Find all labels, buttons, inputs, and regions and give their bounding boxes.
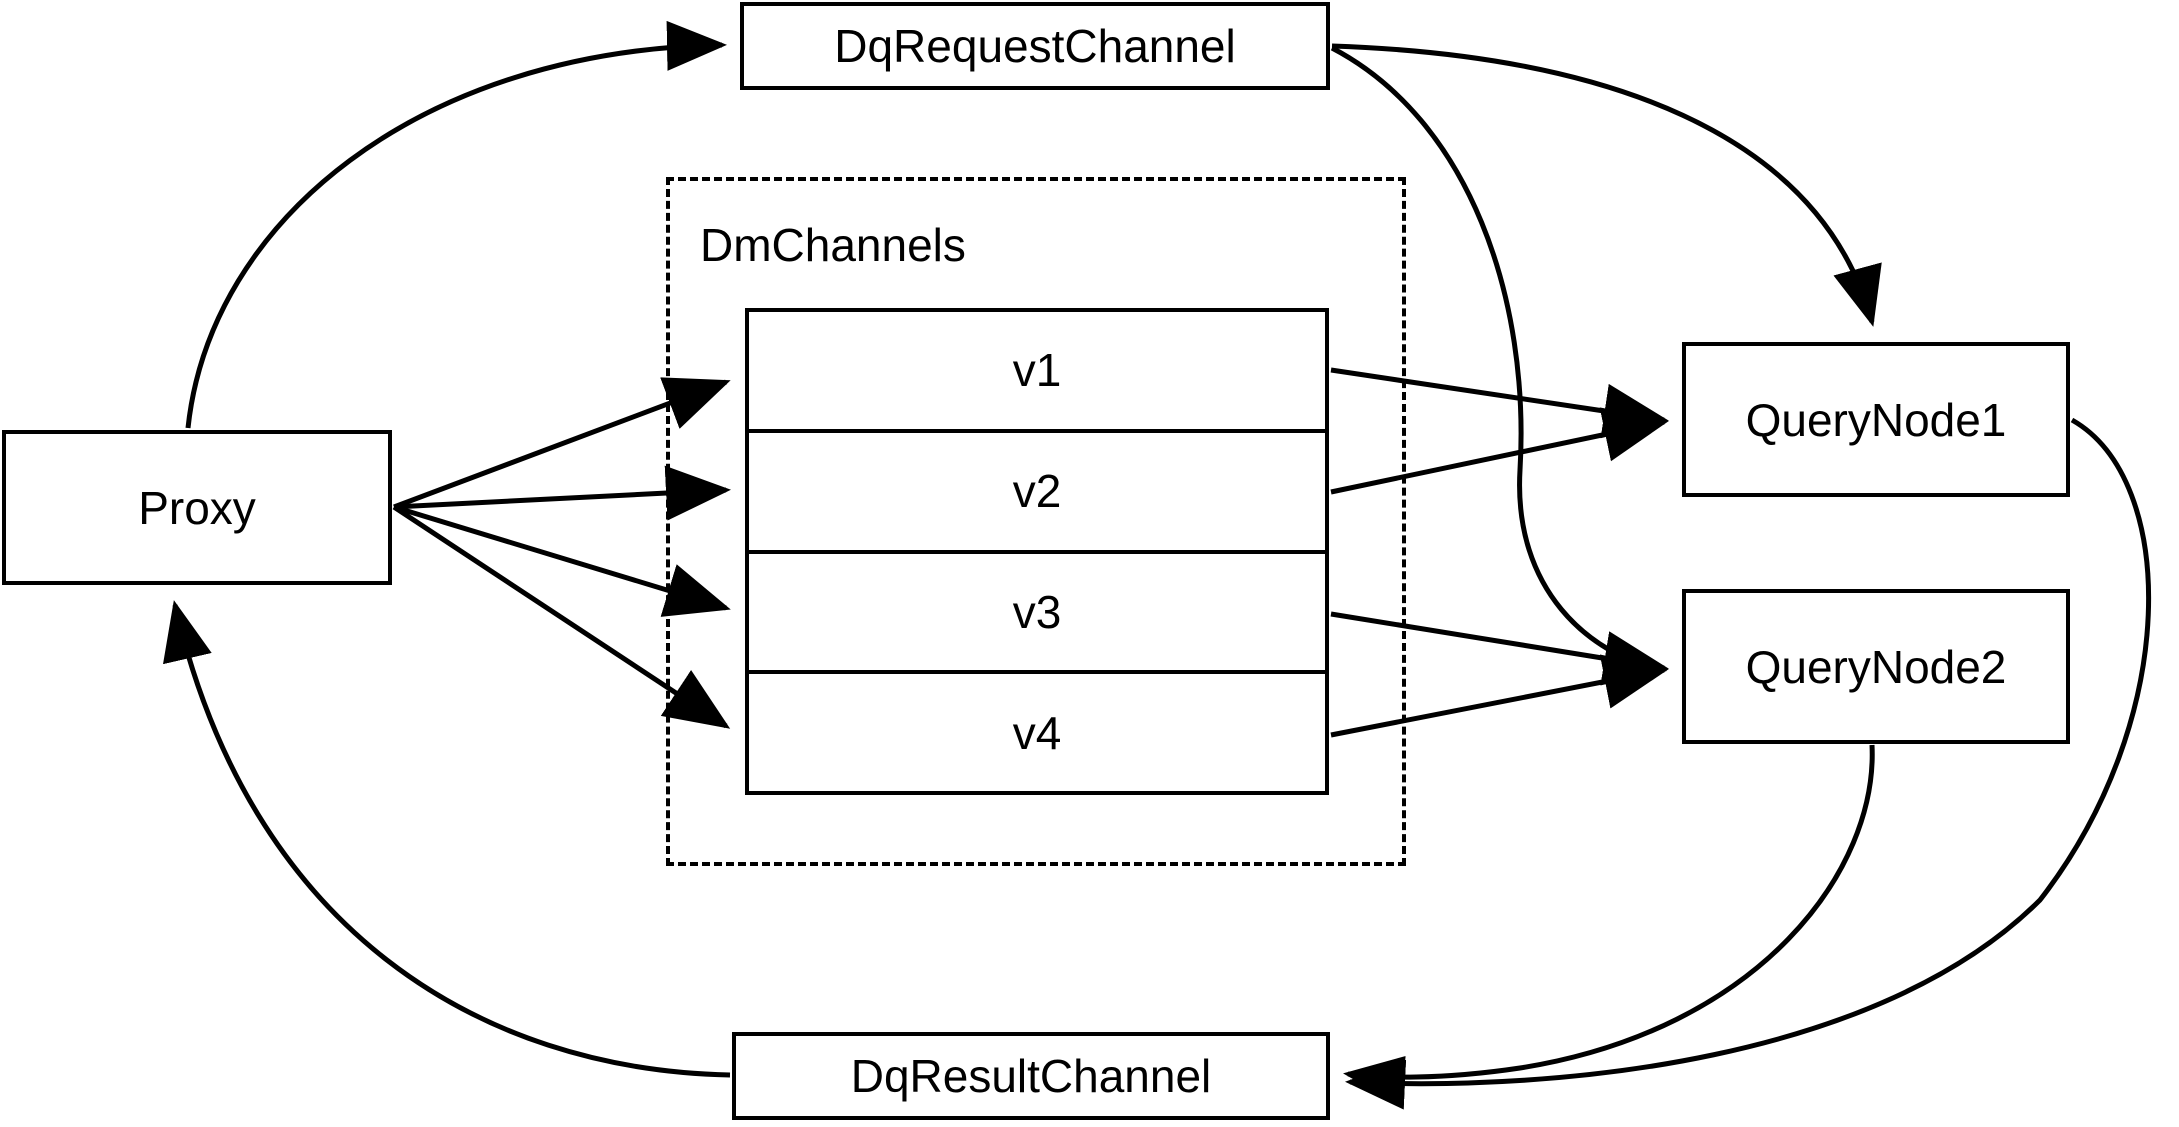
dmchannel-row-v2[interactable]: v2 xyxy=(749,433,1325,554)
dmchannels-group xyxy=(666,177,1406,866)
dmchannel-label-v1: v1 xyxy=(1012,344,1062,397)
dmchannels-table: v1 v2 v3 v4 xyxy=(745,308,1329,795)
dmchannel-label-v3: v3 xyxy=(1012,585,1062,638)
node-querynode2-label: QueryNode2 xyxy=(1745,640,2007,693)
edge-proxy-to-v4 xyxy=(392,504,731,729)
dmchannel-row-v4[interactable]: v4 xyxy=(749,674,1325,791)
node-dqrequestchannel[interactable]: DqRequestChannel xyxy=(740,2,1330,90)
edge-proxy-to-v3 xyxy=(393,504,731,617)
edge-dqresultchannel-to-proxy xyxy=(163,600,731,1078)
dmchannel-label-v2: v2 xyxy=(1012,465,1062,518)
dmchannels-group-title: DmChannels xyxy=(700,219,966,271)
dmchannel-row-v3[interactable]: v3 xyxy=(749,554,1325,675)
edge-querynode1-to-dqresultchannel xyxy=(1345,417,2152,1110)
node-proxy[interactable]: Proxy xyxy=(2,430,392,585)
edge-proxy-to-v1 xyxy=(393,377,731,510)
edge-dqrequestchannel-to-querynode1 xyxy=(1331,43,1882,327)
node-proxy-label: Proxy xyxy=(138,481,256,534)
node-querynode2[interactable]: QueryNode2 xyxy=(1682,589,2070,744)
node-querynode1-label: QueryNode1 xyxy=(1745,393,2007,446)
edge-querynode2-to-dqresultchannel xyxy=(1343,744,1875,1106)
node-dqresultchannel-label: DqResultChannel xyxy=(850,1050,1212,1102)
dmchannel-row-v1[interactable]: v1 xyxy=(749,312,1325,433)
node-dqresultchannel[interactable]: DqResultChannel xyxy=(732,1032,1330,1120)
edge-v4-to-querynode2 xyxy=(1330,654,1669,738)
edge-proxy-to-v2 xyxy=(393,465,731,521)
edge-dqrequestchannel-to-querynode2 xyxy=(1330,45,1667,684)
node-dqrequestchannel-label: DqRequestChannel xyxy=(834,20,1236,72)
node-querynode1[interactable]: QueryNode1 xyxy=(1682,342,2070,497)
edge-v2-to-querynode1 xyxy=(1330,407,1669,495)
dmchannel-label-v4: v4 xyxy=(1012,706,1062,759)
edge-proxy-to-dqrequestchannel xyxy=(185,20,727,429)
